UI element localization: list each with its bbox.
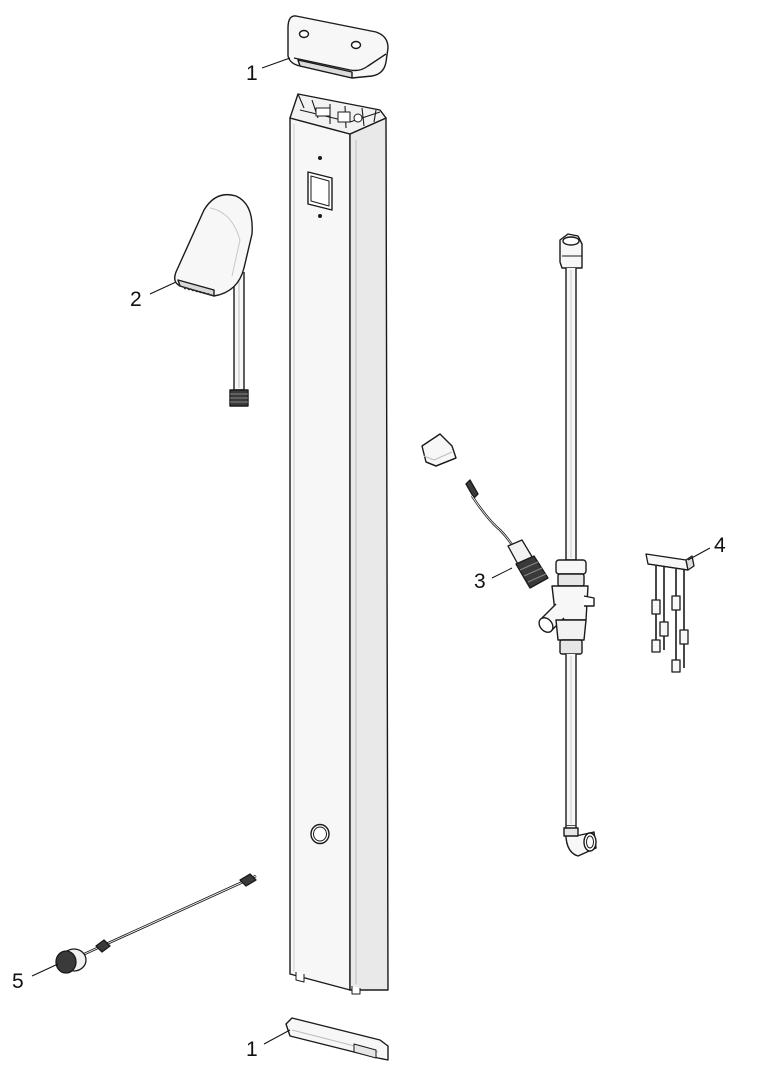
- callout-leader-2: [149, 281, 177, 295]
- sensor-cap-part: [421, 433, 457, 467]
- callout-leader-5: [31, 963, 59, 977]
- top-cap-part: [287, 15, 389, 79]
- callout-leader-4: [687, 547, 711, 561]
- callout-label-sensor-valve: 3: [474, 570, 486, 593]
- sensor-valve-part: [465, 479, 549, 589]
- callout-label-top-cap: 1: [246, 62, 258, 85]
- bottom-cap-part: [285, 1017, 389, 1061]
- column-panel: [289, 93, 389, 995]
- connector-harness-part: [645, 553, 695, 673]
- callout-leader-3: [491, 567, 513, 579]
- callout-label-spout: 2: [130, 288, 142, 311]
- callout-label-connector-harness: 4: [714, 534, 726, 557]
- callout-label-push-button: 5: [12, 970, 24, 993]
- pipe-assembly: [538, 233, 597, 857]
- callout-leader-1-bottom: [263, 1029, 291, 1045]
- callout-label-bottom-cap: 1: [246, 1038, 258, 1061]
- callout-leader-1-top: [261, 57, 291, 69]
- push-button-part: [55, 873, 257, 974]
- spout-part: [173, 193, 253, 407]
